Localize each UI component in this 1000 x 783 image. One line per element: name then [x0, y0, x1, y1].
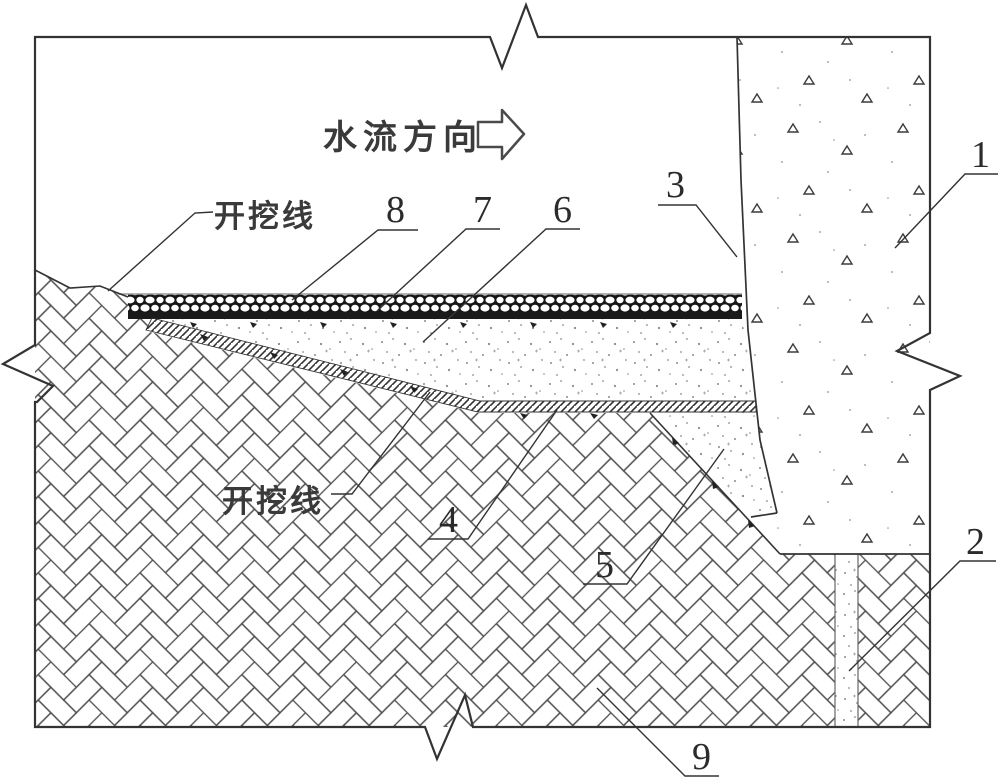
excavation-slope-line — [649, 412, 781, 555]
liner-strip — [145, 317, 757, 413]
leader-ref4 — [428, 409, 558, 540]
backfill-upper-region — [128, 318, 756, 401]
ref-numeral-5: 5 — [595, 544, 614, 586]
leader-lines — [107, 173, 998, 777]
concrete-bottom-line — [750, 512, 930, 555]
riprap-layer — [128, 294, 742, 312]
leader-excavation-top — [107, 211, 214, 292]
excavation-line-label-bottom: 开挖线 — [222, 484, 324, 519]
ref-numeral-4: 4 — [439, 499, 458, 541]
leader-ref8 — [291, 229, 418, 301]
flow-arrow-icon — [476, 108, 526, 161]
ref-numeral-6: 6 — [553, 189, 572, 231]
leader-ref3 — [658, 204, 738, 258]
concrete-face-line — [736, 36, 778, 514]
leader-excavation-bottom — [331, 391, 431, 495]
leader-ref2 — [848, 560, 996, 672]
grout-curtain-stipple — [835, 554, 858, 727]
border-frame — [0, 1, 963, 762]
leader-ref6 — [422, 228, 580, 343]
rock-surface-line — [34, 269, 129, 298]
bedrock-region — [35, 270, 930, 727]
concrete-structure-region — [737, 37, 930, 554]
leader-ref1 — [894, 173, 998, 249]
leader-ref7 — [376, 228, 500, 312]
water-flow-label: 水流方向 — [323, 119, 483, 157]
ref-numeral-8: 8 — [386, 189, 405, 231]
ref-numeral-9: 9 — [692, 736, 711, 778]
membrane-layer — [128, 312, 742, 319]
excavation-line-label-top: 开挖线 — [214, 199, 316, 234]
leader-ref5 — [583, 448, 725, 585]
ref-numeral-1: 1 — [971, 134, 990, 176]
ref-numeral-7: 7 — [473, 189, 492, 231]
slope-tick-marks — [190, 322, 755, 528]
leader-ref9 — [596, 687, 719, 777]
ref-numeral-2: 2 — [966, 521, 985, 563]
ref-numeral-3: 3 — [666, 164, 685, 206]
